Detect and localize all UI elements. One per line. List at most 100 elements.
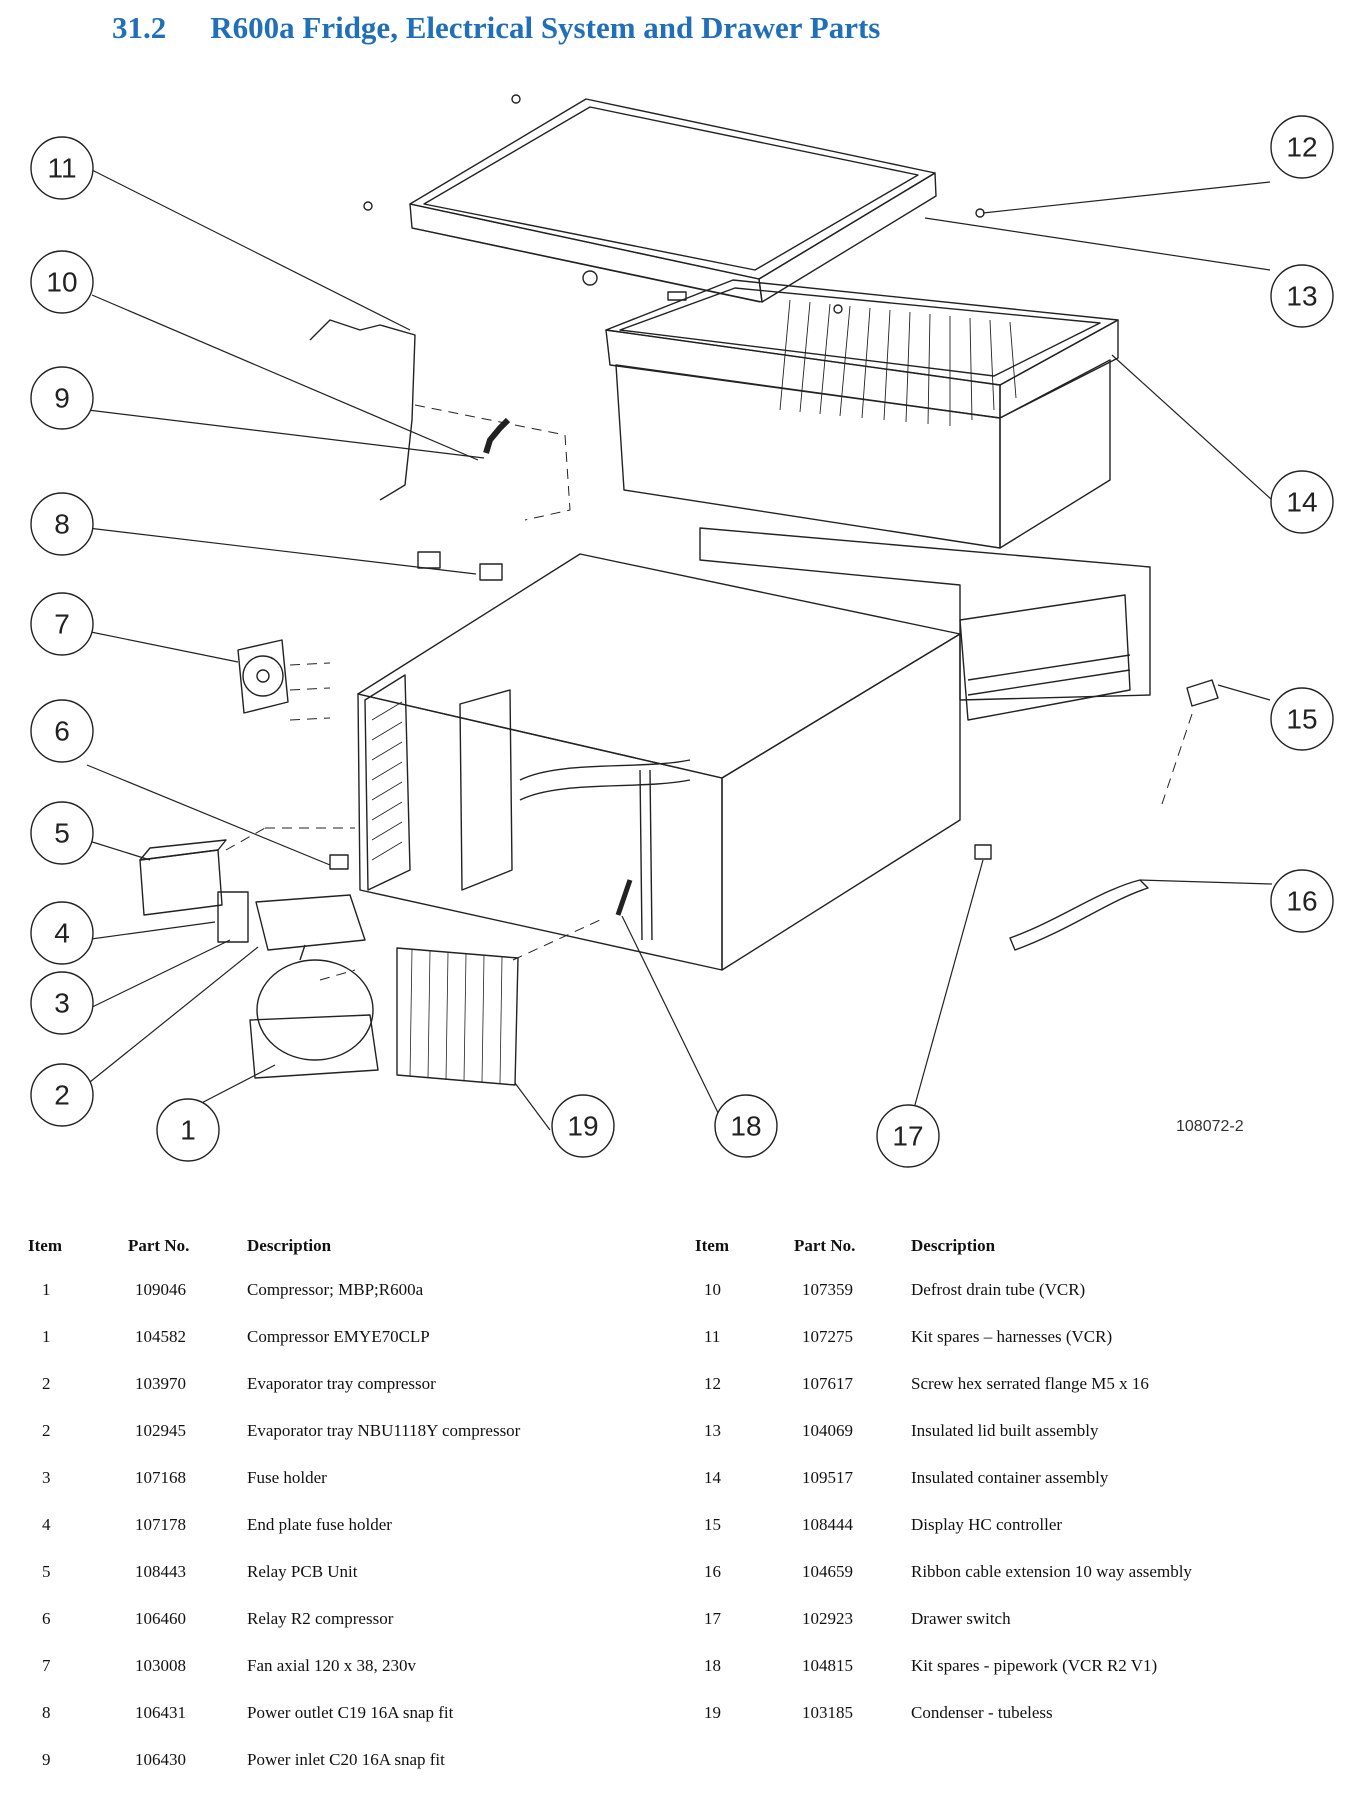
fuse-holder-drawing [217, 891, 249, 943]
power-inlet-drawing [417, 551, 441, 569]
item-cell: 17 [704, 1609, 721, 1628]
relay-drawing [329, 854, 349, 870]
callout-3: 3 [54, 988, 70, 1019]
description-cell: Drawer switch [911, 1609, 1011, 1628]
description-cell: Insulated lid built assembly [911, 1421, 1099, 1440]
callout-11: 11 [47, 153, 76, 184]
harness-drawing [309, 319, 416, 501]
callout-19: 19 [567, 1111, 598, 1142]
callout-6: 6 [54, 716, 70, 747]
description-cell: Compressor EMYE70CLP [247, 1327, 430, 1346]
description-cell: Condenser - tubeless [911, 1703, 1053, 1722]
page-heading: 31.2 R600a Fridge, Electrical System and… [112, 10, 880, 46]
callout-labels: 1 2 3 4 5 6 7 8 9 10 11 12 13 14 15 16 1… [46, 132, 1317, 1152]
item-cell: 7 [42, 1656, 51, 1675]
leader-lines [79, 169, 1273, 1131]
section-number: 31.2 [112, 10, 167, 45]
item-cell: 6 [42, 1609, 51, 1628]
description-cell: Display HC controller [911, 1515, 1063, 1534]
part-no-cell: 107359 [802, 1280, 853, 1299]
item-cell: 2 [42, 1421, 51, 1440]
part-no-cell: 106431 [135, 1703, 186, 1722]
insulated-lid-drawing [409, 98, 937, 303]
item-cell: 14 [704, 1468, 721, 1487]
description-cell: Fuse holder [247, 1468, 327, 1487]
part-no-cell: 106430 [135, 1750, 186, 1769]
drain-tube-drawing [483, 417, 511, 454]
callout-7: 7 [54, 609, 70, 640]
drawing-id: 108072-2 [1176, 1118, 1244, 1135]
exploded-parts-diagram: 1 2 3 4 5 6 7 8 9 10 11 12 13 14 15 16 1… [0, 80, 1366, 1180]
item-cell: 1 [42, 1280, 51, 1299]
pipework-drawing [615, 879, 633, 916]
screw-drawing [833, 304, 843, 314]
part-no-cell: 103970 [135, 1374, 186, 1393]
evaporator-tray-drawing [255, 894, 366, 951]
item-cell: 5 [42, 1562, 51, 1581]
part-no-cell: 104659 [802, 1562, 853, 1581]
item-cell: 1 [42, 1327, 51, 1346]
power-outlet-drawing [479, 563, 503, 581]
part-no-cell: 107178 [135, 1515, 186, 1534]
diagram-svg: 1 2 3 4 5 6 7 8 9 10 11 12 13 14 15 16 1… [30, 94, 1334, 1168]
item-cell: 4 [42, 1515, 51, 1534]
callout-18: 18 [730, 1111, 761, 1142]
description-cell: Compressor; MBP;R600a [247, 1280, 424, 1299]
part-no-cell: 107168 [135, 1468, 186, 1487]
part-no-cell: 103008 [135, 1656, 186, 1675]
callout-13: 13 [1286, 281, 1317, 312]
part-no-cell: 107275 [802, 1327, 853, 1346]
callout-14: 14 [1286, 487, 1317, 518]
table-row: 3 107168 Fuse holder [0, 1468, 690, 1515]
fan-drawing [237, 639, 289, 714]
screw-drawing [511, 94, 521, 104]
callout-10: 10 [46, 267, 77, 298]
ribbon-cable-drawing [1009, 879, 1149, 951]
part-no-cell: 104069 [802, 1421, 853, 1440]
description-cell: Evaporator tray NBU1118Y compressor [247, 1421, 521, 1440]
callout-4: 4 [54, 918, 70, 949]
callout-16: 16 [1286, 886, 1317, 917]
table-row: 1 104582 Compressor EMYE70CLP [0, 1327, 690, 1374]
header-part-no: Part No. [794, 1236, 856, 1255]
item-cell: 10 [704, 1280, 721, 1299]
item-cell: 11 [704, 1327, 721, 1346]
item-cell: 8 [42, 1703, 51, 1722]
header-item: Item [695, 1236, 729, 1255]
part-no-cell: 104582 [135, 1327, 186, 1346]
part-no-cell: 109517 [802, 1468, 853, 1487]
display-controller-drawing [1186, 679, 1219, 707]
description-cell: Power inlet C20 16A snap fit [247, 1750, 445, 1769]
description-cell: Kit spares - pipework (VCR R2 V1) [911, 1656, 1158, 1675]
condenser-drawing [396, 947, 519, 1086]
description-cell: Ribbon cable extension 10 way assembly [911, 1562, 1192, 1581]
description-cell: Power outlet C19 16A snap fit [247, 1703, 454, 1722]
part-no-cell: 107617 [802, 1374, 853, 1393]
part-no-cell: 108444 [802, 1515, 853, 1534]
table-header: Item Part No. Description [690, 1236, 1366, 1280]
table-row: 2 103970 Evaporator tray compressor [0, 1374, 690, 1421]
relay-pcb-drawing [139, 839, 227, 916]
item-cell: 18 [704, 1656, 721, 1675]
callout-circles [30, 115, 1334, 1168]
description-cell: Relay PCB Unit [247, 1562, 358, 1581]
description-cell: Evaporator tray compressor [247, 1374, 436, 1393]
compressor-drawing [249, 944, 379, 1079]
item-cell: 3 [42, 1468, 51, 1487]
part-no-cell: 106460 [135, 1609, 186, 1628]
item-cell: 2 [42, 1374, 51, 1393]
